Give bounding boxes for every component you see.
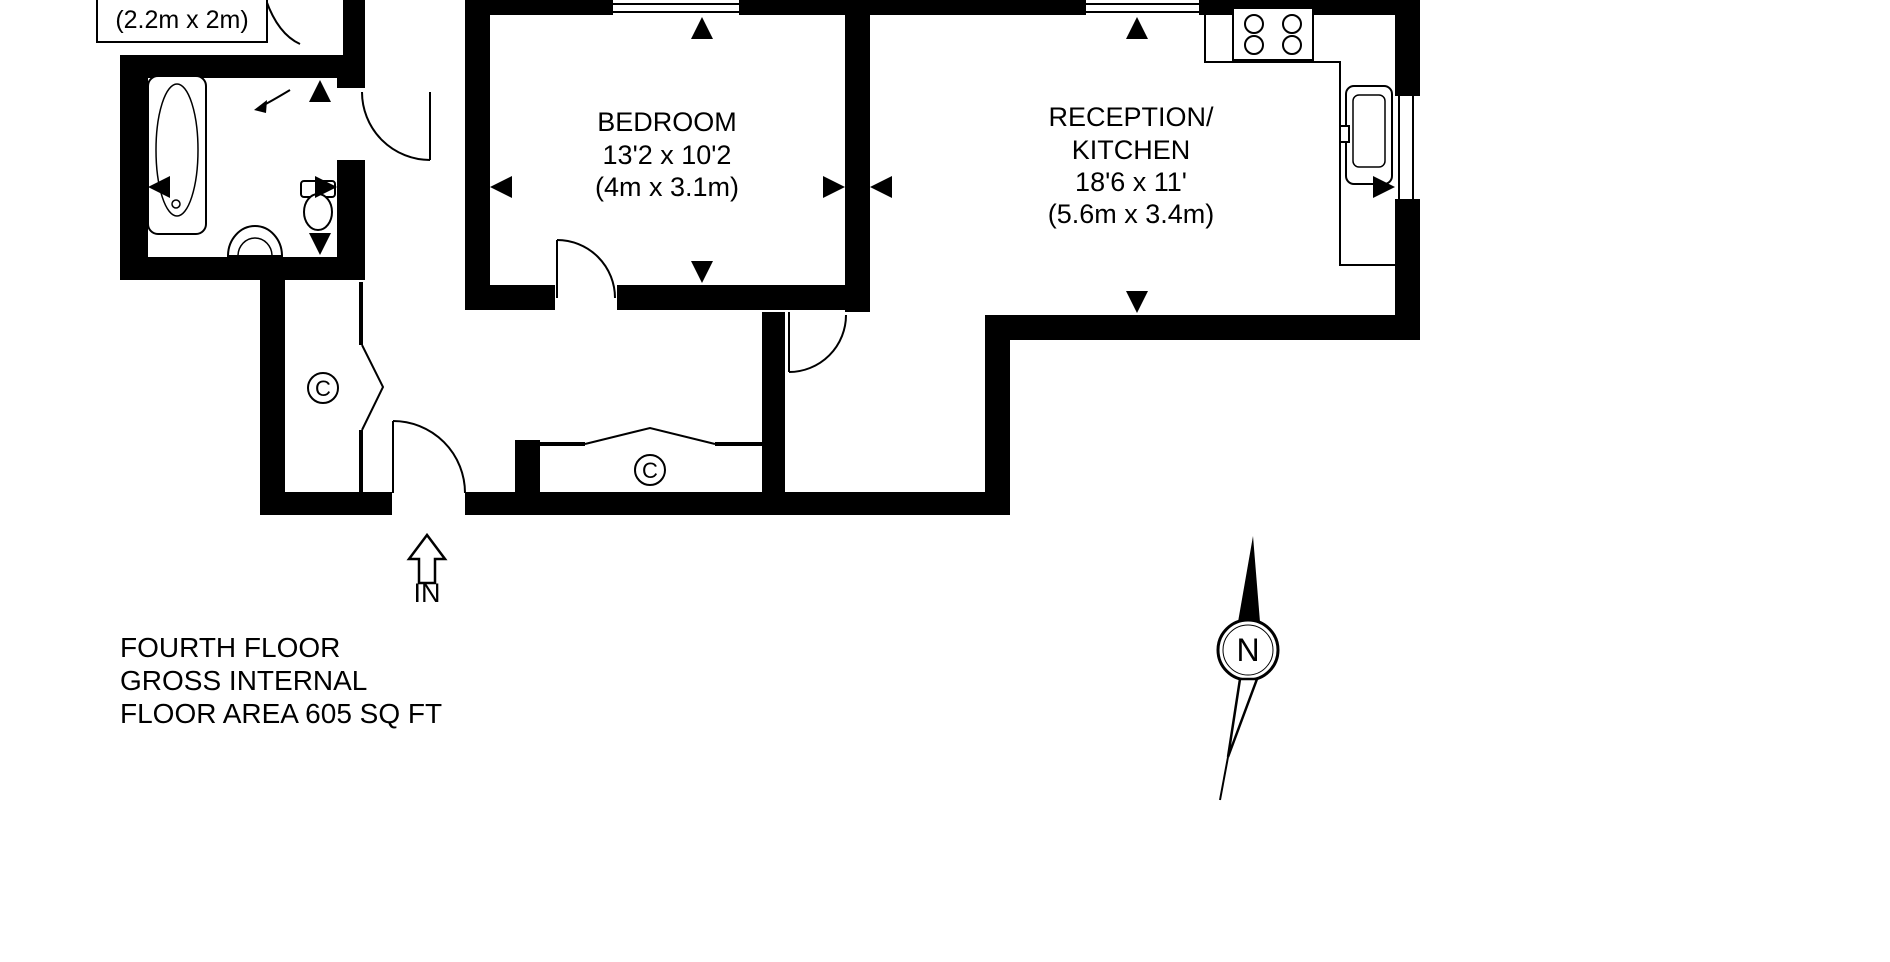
hob-burner — [1282, 35, 1302, 55]
compass-tail — [1219, 756, 1229, 801]
side-window — [1395, 94, 1420, 201]
kitchen-sink-basin — [1352, 94, 1386, 168]
bathtub-drain — [171, 199, 181, 209]
hob-burner — [1244, 35, 1264, 55]
wall-segment — [337, 160, 365, 280]
measure-arrows — [148, 17, 1395, 313]
footer-line-2: GROSS INTERNAL — [120, 665, 367, 696]
entrance-door — [392, 420, 466, 494]
compass-ring-inner — [1222, 624, 1274, 676]
footer-line-3: FLOOR AREA 605 SQ FT — [120, 698, 442, 729]
closet-symbols: C C — [307, 372, 666, 486]
in-arrow-shape — [406, 532, 448, 585]
hob-burner — [1282, 14, 1302, 34]
reception-size-ft: 18'6 x 11' — [1075, 167, 1187, 197]
closet-partitions — [359, 282, 762, 492]
wall-segment — [617, 285, 870, 310]
measure-arrow-right — [315, 176, 337, 198]
walls — [120, 0, 1420, 515]
measure-arrow-down — [691, 261, 713, 283]
reception-door — [788, 312, 847, 373]
bifold-door — [584, 426, 716, 445]
measure-arrow-down — [309, 233, 331, 255]
wall-segment — [985, 315, 1010, 515]
closet-circle — [634, 454, 666, 486]
hob-burner — [1244, 14, 1264, 34]
measure-arrow-right — [1373, 176, 1395, 198]
measure-arrow-down — [1126, 291, 1148, 313]
wall-segment — [985, 315, 1420, 340]
measure-arrow-left — [870, 176, 892, 198]
measure-arrow-left — [148, 176, 170, 198]
partial-room-dim: (2.2m x 2m) — [115, 6, 248, 34]
wall-segment — [1395, 0, 1420, 95]
closet-label: C — [642, 458, 658, 483]
wall-segment — [337, 55, 365, 88]
wall-segment — [343, 0, 365, 60]
closet-label: C — [315, 376, 331, 401]
bathroom-fixtures — [147, 75, 336, 257]
footer-line-1: FOURTH FLOOR — [120, 632, 340, 663]
bathtub-basin — [155, 83, 199, 217]
bifold-door — [361, 344, 385, 431]
bedroom-door — [556, 239, 616, 299]
cutoff-door-arc — [265, 0, 301, 45]
doors — [265, 0, 847, 494]
kitchen-counter — [1204, 0, 1395, 266]
measure-arrow-up — [309, 80, 331, 102]
reception-title-2: KITCHEN — [1072, 135, 1191, 165]
wall-segment — [465, 285, 555, 310]
windows — [611, 0, 1420, 201]
wall-segment — [465, 0, 490, 310]
bedroom-size-ft: 13'2 x 10'2 — [603, 140, 732, 170]
bedroom-window — [611, 0, 741, 15]
wall-segment — [515, 440, 540, 492]
wall-segment — [260, 280, 285, 515]
wall-segment — [762, 312, 785, 495]
kitchen-sink-tap — [1339, 125, 1350, 143]
wall-segment — [740, 0, 1085, 15]
kitchen-fixtures — [1232, 7, 1393, 185]
wall-segment — [260, 492, 392, 515]
partial-room-dim-box: (2.2m x 2m) — [96, 0, 268, 43]
measure-arrow-right — [823, 176, 845, 198]
wall-segment — [1395, 200, 1420, 340]
closet-circle — [307, 372, 339, 404]
bathroom-sink-basin — [237, 237, 273, 257]
reception-window — [1084, 0, 1201, 15]
wall-segment — [465, 492, 1010, 515]
wall-segment — [120, 55, 148, 280]
wall-segment — [845, 0, 870, 312]
measure-arrow-up — [691, 17, 713, 39]
entrance-arrow: IN — [406, 532, 448, 608]
reception-title-1: RECEPTION/ — [1048, 102, 1214, 132]
wall-segment — [120, 257, 365, 280]
bedroom-title: BEDROOM — [597, 107, 737, 137]
room-labels: (2.2m x 2m) BEDROOM 13'2 x 10'2 (4m x 3.… — [96, 0, 1215, 229]
wall-segment — [490, 0, 612, 15]
hob — [1232, 7, 1314, 61]
compass-needle-south — [1226, 677, 1259, 758]
bathroom-sink — [226, 225, 284, 257]
compass-needle-north — [1238, 536, 1260, 622]
bedroom-size-m: (4m x 3.1m) — [595, 172, 739, 202]
reception-size-m: (5.6m x 3.4m) — [1048, 199, 1215, 229]
bathroom-door — [361, 91, 431, 161]
measure-arrow-up — [1126, 17, 1148, 39]
measure-arrow-left — [490, 176, 512, 198]
wall-segment — [120, 55, 365, 78]
entrance-label: IN — [414, 578, 441, 608]
toilet-bowl — [303, 193, 333, 231]
curved-arrow — [254, 89, 291, 113]
north-compass: N — [1216, 536, 1280, 801]
compass-label: N — [1236, 632, 1259, 668]
footer: FOURTH FLOOR GROSS INTERNAL FLOOR AREA 6… — [120, 632, 442, 729]
